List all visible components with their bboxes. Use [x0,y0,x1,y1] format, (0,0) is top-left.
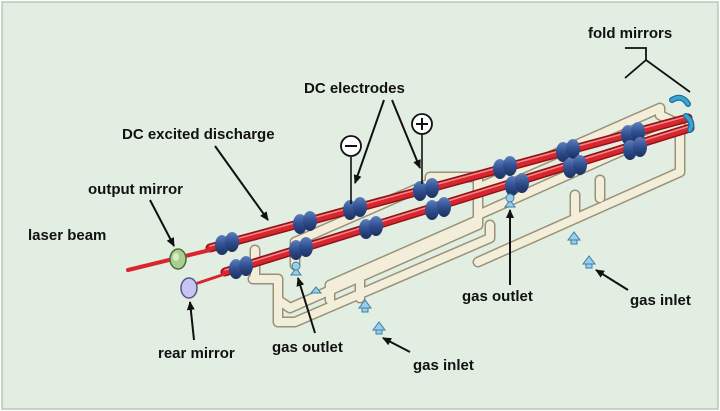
label-rear-mirror: rear mirror [158,345,235,362]
gas-outlet-port-icon [504,193,516,208]
label-output-mirror: output mirror [88,181,183,198]
gas-inlet-port-icon [582,255,596,269]
gas-inlet-port-icon [358,299,372,313]
label-gas-inlet-right: gas inlet [630,292,691,309]
negative-terminal-icon [340,135,362,157]
gas-inlet-port-icon [567,231,581,245]
gas-outlet-port-icon [290,261,302,276]
electrode-ring [621,122,645,145]
electrode-posts [350,134,423,204]
fold-mirror-icon [669,94,695,133]
gas-port-small-icon [309,286,323,294]
positive-terminal-icon [411,113,433,135]
electrode-ring [293,211,317,234]
label-fold-mirrors: fold mirrors [588,25,672,42]
electrode-ring [493,156,517,179]
electrode-ring [556,139,580,162]
electrode-ring [563,155,587,178]
electrodes [215,122,647,279]
gas-inlet-port-icon [372,321,386,335]
electrode-ring [343,197,367,220]
electrode-ring [359,216,383,239]
electrode-ring [229,256,253,279]
electrode-ring [425,197,451,220]
electrode-ring [413,178,439,201]
label-dc-electrodes: DC electrodes [304,80,405,97]
electrode-ring [505,173,529,196]
label-laser-beam: laser beam [28,227,106,244]
electrode-ring [623,137,647,160]
label-gas-outlet-right: gas outlet [462,288,533,305]
laser-beam-line [126,248,212,272]
label-gas-inlet-left: gas inlet [413,357,474,374]
electrode-ring [289,237,313,260]
output-mirror-icon [169,248,187,270]
label-gas-outlet-left: gas outlet [272,339,343,356]
electrode-ring [215,232,239,255]
leader-arrows [149,47,691,353]
rear-mirror-icon [180,277,198,299]
label-dc-excited-discharge: DC excited discharge [122,126,275,143]
